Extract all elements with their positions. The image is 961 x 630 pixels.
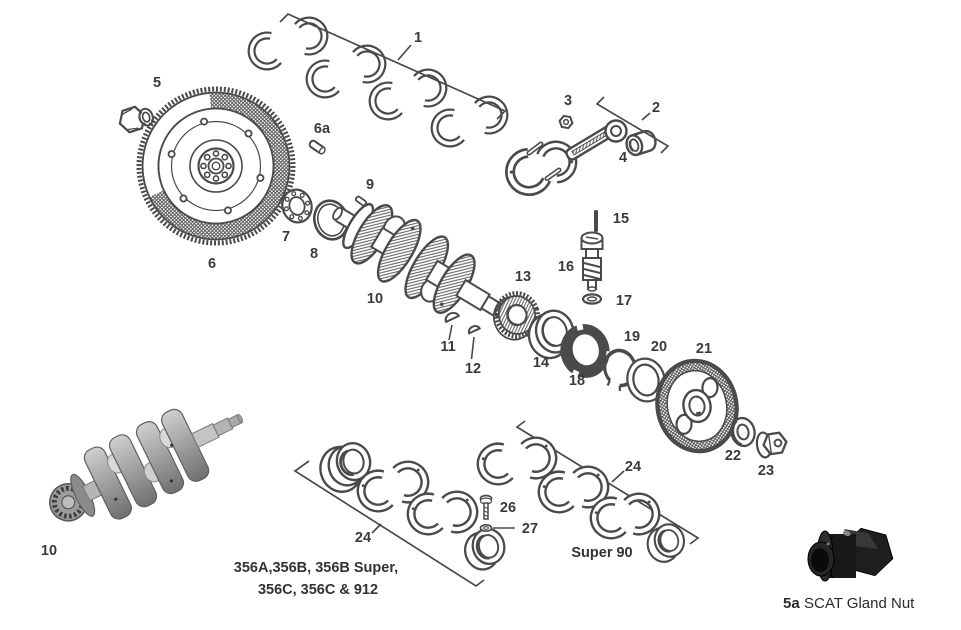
- woodruff-key-11: [444, 311, 461, 341]
- part-label-21: 21: [696, 341, 712, 357]
- oil-slinger-7: [281, 188, 313, 224]
- part-label-5: 5: [153, 75, 161, 91]
- part-label-14: 14: [533, 355, 549, 371]
- part-label-16: 16: [558, 259, 574, 275]
- caption-super90: Super 90: [571, 545, 632, 561]
- bearing-shell: [357, 472, 391, 512]
- bearing-shell: [369, 84, 401, 121]
- bracket-part-2: [595, 96, 670, 154]
- washer-27: [479, 523, 515, 533]
- part-label-26: 26: [500, 500, 516, 516]
- part-label-9: 9: [366, 177, 374, 193]
- part-label-15: 15: [613, 211, 629, 227]
- distributor-drive-gear-16: [580, 231, 604, 292]
- part-label-19: 19: [624, 329, 640, 345]
- part-label-10-photo: 10: [41, 543, 57, 559]
- caption-set1-line1: 356A,356B, 356B Super,: [234, 560, 398, 576]
- part-label-22: 22: [725, 448, 741, 464]
- flanged-bearing: [319, 441, 372, 493]
- gland-nut-5: [118, 105, 154, 134]
- wrist-pin-bushing-4: [625, 129, 657, 157]
- part-label-17: 17: [616, 293, 632, 309]
- part-label-2: 2: [652, 100, 660, 116]
- bearing-shell: [538, 473, 572, 513]
- leader-set1-24: [371, 523, 382, 534]
- part-label-8: 8: [310, 246, 318, 262]
- part-label-24-set1: 24: [355, 530, 371, 546]
- washer-17: [581, 293, 603, 305]
- flywheel: [136, 86, 296, 246]
- bearing-shell: [306, 62, 338, 99]
- woodruff-key-12: [467, 325, 482, 360]
- part-label-13: 13: [515, 269, 531, 285]
- bearing-shell: [444, 491, 478, 531]
- part-label-3: 3: [564, 93, 572, 109]
- bearing-shell: [590, 499, 624, 539]
- part-label-6a: 6a: [314, 121, 331, 137]
- part-label-7: 7: [282, 229, 290, 245]
- part-label-12: 12: [465, 361, 481, 377]
- leader-super90-24: [611, 470, 625, 483]
- pulley-bolt-23: [755, 431, 788, 459]
- part-label-10: 10: [367, 291, 383, 307]
- bearing-shell: [296, 16, 328, 53]
- leader-part-1: [397, 44, 412, 61]
- drive-pin-15: [594, 210, 598, 232]
- scat-gland-nut-photo: [807, 527, 894, 582]
- main-bearing-shells-top: [248, 16, 509, 147]
- part-label-20: 20: [651, 339, 667, 355]
- timing-gear-13: [492, 291, 540, 341]
- crankshaft-photo: [49, 408, 244, 522]
- crankshaft-line-art: [332, 202, 513, 323]
- crank-pulley-21: [655, 358, 739, 454]
- part-label-24-super90: 24: [625, 459, 641, 475]
- bearing-shell: [431, 111, 463, 148]
- bearing-shell: [477, 445, 511, 485]
- pulley-washer-22: [730, 416, 756, 448]
- caption-set1-line2: 356C, 356C & 912: [258, 582, 378, 598]
- connecting-rod: [539, 119, 628, 182]
- part-label-18: 18: [569, 373, 585, 389]
- caption-gland-name: SCAT Gland Nut: [804, 595, 915, 612]
- leader-part-2: [641, 112, 651, 121]
- shim-ring-20: [626, 357, 666, 403]
- bracket-set1-24: [293, 460, 485, 588]
- flywheel-bolt-holes: [167, 117, 265, 215]
- bearing-set-356: [319, 441, 511, 575]
- pilot-bearing-balls: [200, 150, 232, 182]
- bearing-shell: [626, 493, 660, 533]
- part-label-1: 1: [414, 30, 422, 46]
- part-label-23: 23: [758, 463, 774, 479]
- screw-26: [479, 494, 493, 520]
- part-label-4: 4: [619, 150, 627, 166]
- bearing-shell: [407, 495, 441, 535]
- bearing-shell: [523, 437, 557, 477]
- rod-cap: [503, 141, 562, 198]
- part-label-11: 11: [440, 339, 455, 355]
- part-label-27: 27: [522, 521, 538, 537]
- part-label-6: 6: [208, 256, 216, 272]
- bracket-part-1: [279, 12, 507, 120]
- dowel-pin-6a: [308, 139, 326, 155]
- caption-gland-id: 5a: [783, 595, 800, 612]
- rod-nut-3: [558, 114, 574, 130]
- bearing-shell: [248, 34, 280, 71]
- round-bearing: [459, 524, 511, 575]
